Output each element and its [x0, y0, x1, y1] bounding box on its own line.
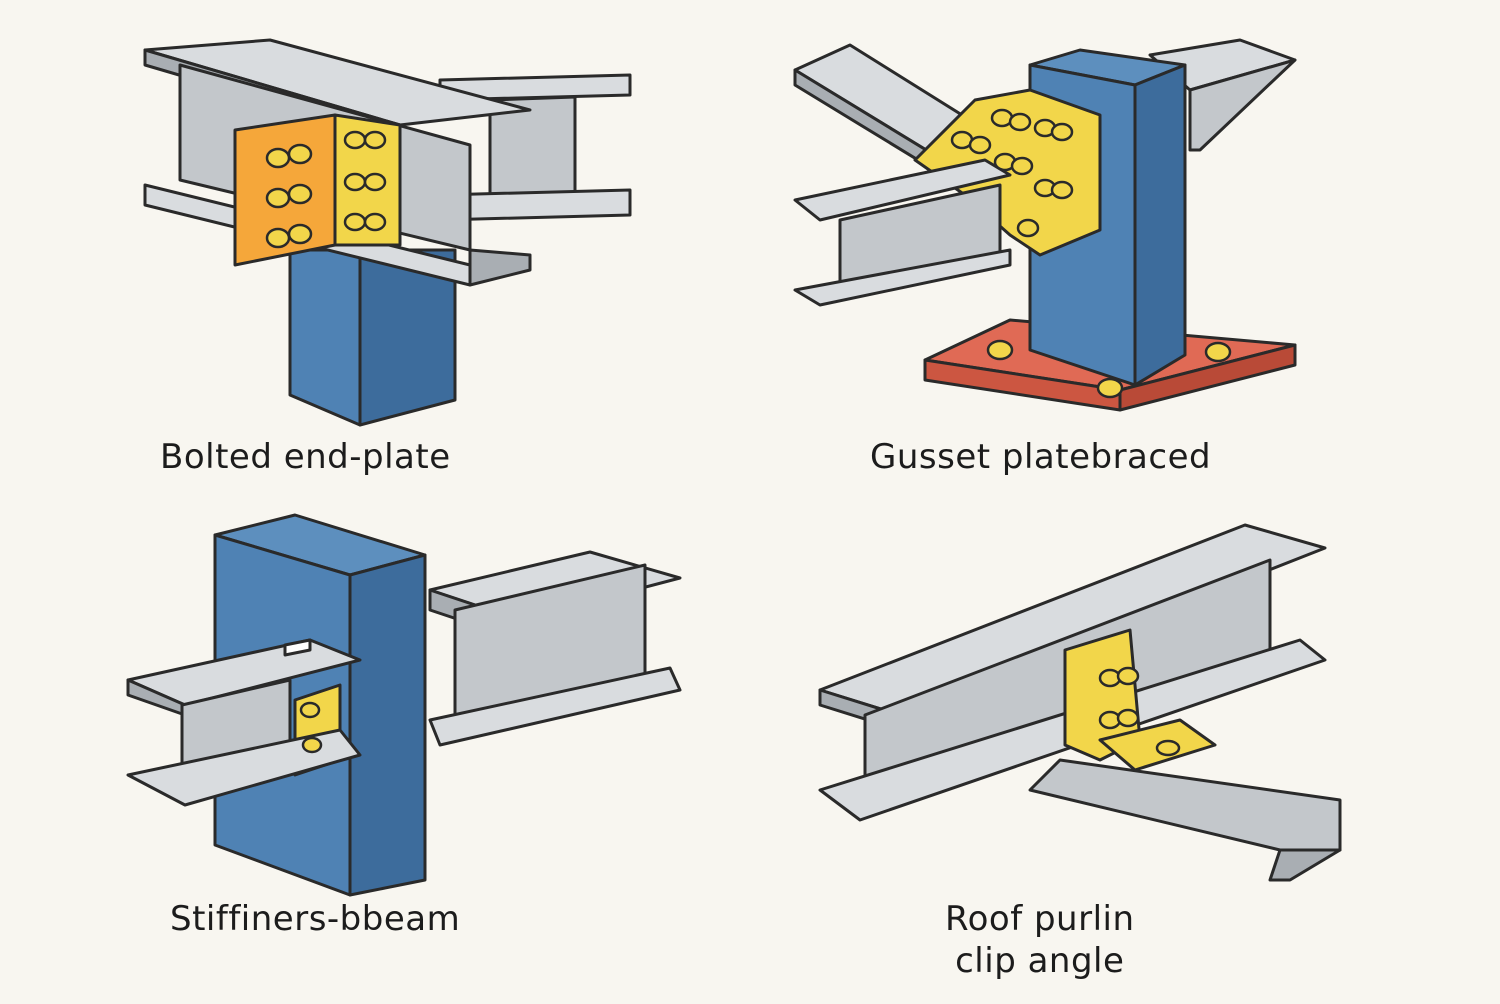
clip-angle [1063, 628, 1217, 772]
stiffener-bolts [299, 701, 323, 754]
rafter-beam [1028, 758, 1342, 882]
caption-stiffeners-beam: Stiffiners-bbeam [170, 899, 461, 939]
i-beam-left [126, 638, 362, 807]
clip-bolts [1098, 666, 1181, 757]
blue-column [288, 248, 457, 427]
bolts [265, 130, 387, 249]
i-beam-back [438, 73, 632, 222]
i-beam-horizontal [793, 158, 1012, 307]
caption-gusset-plate-braced: Gusset platebraced [870, 437, 1212, 477]
caption-line-2: clip angle [955, 941, 1125, 981]
i-beam-right [428, 550, 682, 747]
blue-column [213, 513, 427, 897]
panel-roof-purlin-clip-angle [818, 523, 1342, 882]
panel-bolted-end-plate [143, 38, 632, 427]
gusset-bolts [950, 108, 1074, 238]
caption-line-1: Roof purlin [945, 899, 1135, 939]
anchor-bolts [986, 339, 1232, 399]
panel-gusset-plate-braced [793, 38, 1297, 412]
caption-bolted-end-plate: Bolted end-plate [160, 437, 451, 477]
caption-roof-purlin-clip-angle: Roof purlin clip angle [945, 898, 1135, 982]
panel-stiffeners-beam [126, 513, 682, 897]
